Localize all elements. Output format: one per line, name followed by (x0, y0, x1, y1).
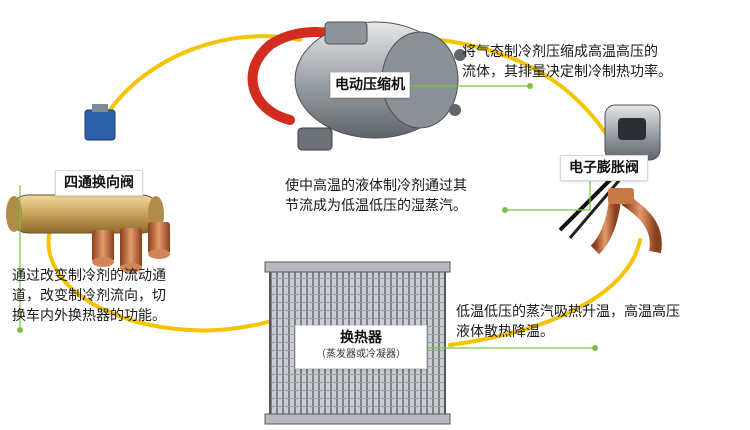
cycle-path (46, 34, 642, 347)
exchanger-description: 低温低压的蒸汽吸热升温，高温高压 液体散热降温。 (456, 302, 746, 342)
valve-description-line: 使中高温的液体制冷剂通过其 (285, 178, 467, 194)
reversing-pipe-3 (148, 222, 170, 254)
cycle-arc-top-right (438, 38, 612, 142)
reversing-pipe-2 (120, 228, 142, 268)
valve-label: 电子膨胀阀 (560, 155, 648, 181)
reversing-label: 四通换向阀 (55, 170, 143, 196)
reversing-description-line: 道，改变制冷剂流向，切 (12, 288, 166, 304)
dot-reversing (17, 327, 23, 333)
compressor-hose (247, 27, 350, 125)
valve-pipe-left (590, 199, 621, 255)
exchanger-description-line: 液体散热降温。 (456, 324, 554, 340)
valve-description-line: 节流成为低温低压的湿蒸汽。 (285, 198, 467, 214)
leader-dots (17, 83, 598, 351)
leader-valve (505, 180, 591, 211)
dot-valve (502, 207, 508, 213)
leader-lines (19, 85, 595, 349)
exchanger-label: 换热器 （蒸发器或冷凝器） (295, 325, 427, 369)
valve-illustration (558, 104, 662, 255)
exchanger-subtitle: （蒸发器或冷凝器） (316, 349, 406, 360)
compressor-description-line: 流体，其排量决定制冷制热功率。 (462, 64, 672, 80)
compressor-label: 电动压缩机 (330, 72, 410, 98)
cycle-arc-left (46, 228, 277, 333)
reversing-description: 通过改变制冷剂的流动通 道，改变制冷剂流向，切 换车内外换热器的功能。 (12, 266, 202, 326)
compressor-description: 将气态制冷剂压缩成高温高压的 流体，其排量决定制冷制热功率。 (462, 42, 742, 82)
reversing-description-line: 换车内外换热器的功能。 (12, 308, 166, 324)
reversing-description-line: 通过改变制冷剂的流动通 (12, 268, 166, 284)
dot-exchanger (592, 345, 598, 351)
cycle-arc-top-left (108, 34, 302, 112)
dot-compressor (527, 83, 533, 89)
valve-description: 使中高温的液体制冷剂通过其 节流成为低温低压的湿蒸汽。 (285, 176, 515, 216)
compressor-description-line: 将气态制冷剂压缩成高温高压的 (462, 44, 658, 60)
exchanger-description-line: 低温低压的蒸汽吸热升温，高温高压 (456, 304, 680, 320)
exchanger-name: 换热器 (340, 330, 382, 346)
cycle-arc-right (448, 238, 642, 347)
reversing-pipe-1 (92, 230, 114, 262)
